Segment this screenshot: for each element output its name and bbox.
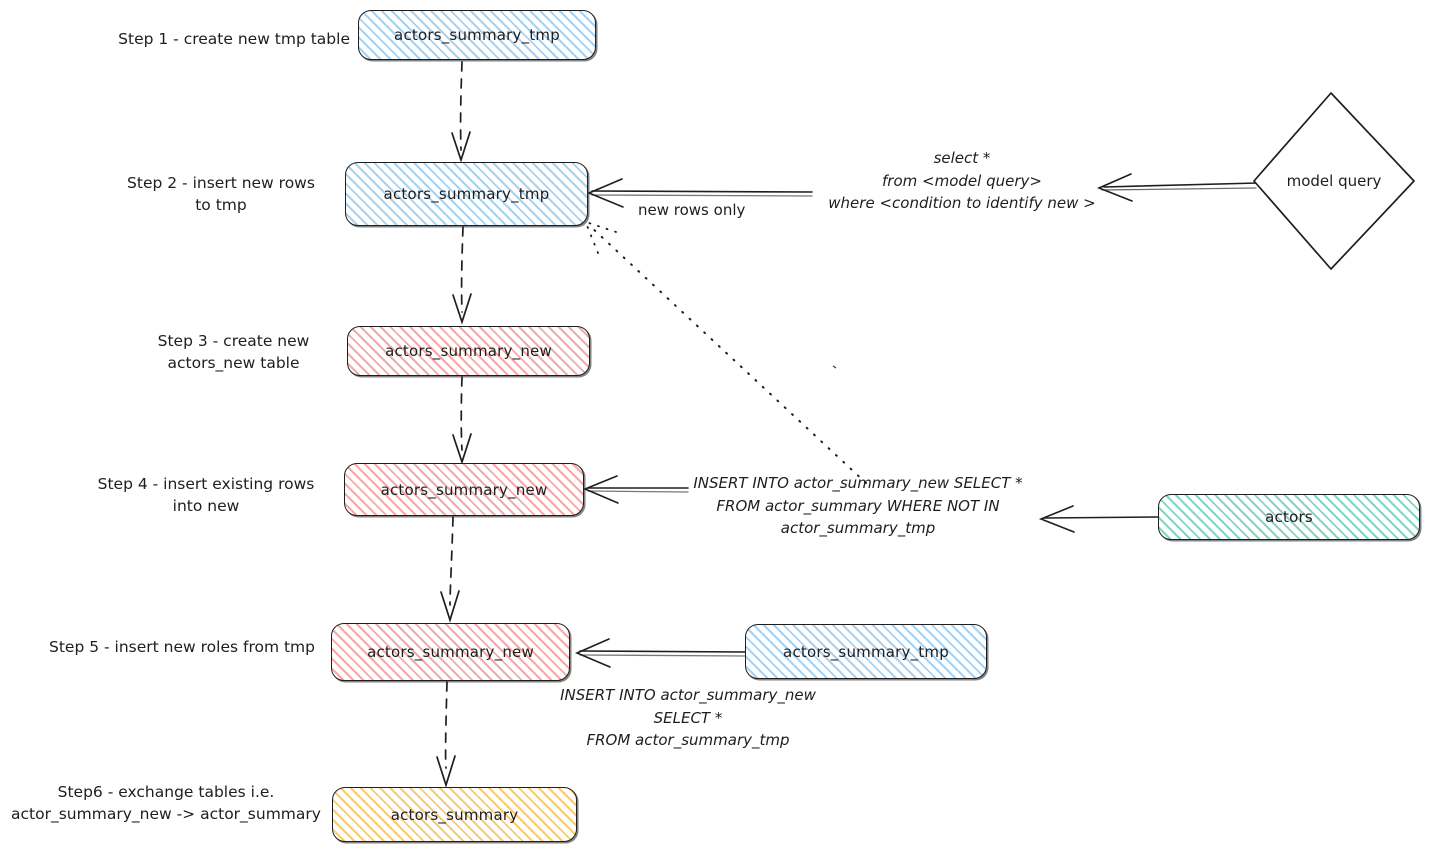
node-actors-summary-tmp-source[interactable]: actors_summary_tmp [745, 624, 987, 679]
connector-sql-to-new4 [582, 475, 689, 504]
annotation-insert-from-tmp-sql: INSERT INTO actor_summary_new SELECT * F… [560, 686, 816, 749]
node-label: actors_summary_tmp [383, 185, 550, 203]
node-actors-summary-step6[interactable]: actors_summary [332, 787, 577, 842]
annotation-insert-existing-sql: INSERT INTO actor_summary_new SELECT * F… [693, 474, 1023, 537]
connector-tmp2-to-new3 [452, 226, 472, 325]
node-label: actors_summary [390, 805, 519, 824]
node-actors-summary-new-step3[interactable]: actors_summary_new [347, 326, 590, 376]
connector-new5-to-summary [436, 681, 456, 788]
node-actors-summary-tmp-step1[interactable]: actors_summary_tmp [358, 10, 596, 60]
connector-actors-to-sql [1038, 505, 1159, 533]
stray-mark [832, 365, 837, 369]
node-label: model query [1286, 172, 1382, 190]
step-3-caption: Step 3 - create new actors_new table [157, 332, 310, 373]
connector-tmp1-to-tmp2 [451, 61, 471, 163]
node-label: actors_summary_tmp [783, 642, 949, 661]
node-model-query[interactable]: model query [1254, 93, 1414, 269]
node-actors[interactable]: actors [1158, 494, 1420, 540]
step-6-caption: Step6 - exchange tables i.e. actor_summa… [11, 783, 321, 824]
step-1-caption: Step 1 - create new tmp table [118, 30, 350, 48]
connector-new4-to-new5 [440, 516, 460, 623]
annotation-new-rows-only: new rows only [638, 201, 746, 219]
connector-tmp2-to-insert-note [585, 221, 867, 484]
node-label: actors_summary_new [385, 342, 552, 360]
step-4-caption: Step 4 - insert existing rows into new [97, 475, 315, 516]
connector-modelquery-to-tmp2 [1096, 173, 1259, 202]
node-label: actors [1265, 508, 1313, 526]
annotation-model-query-sql: select * from <model query> where <condi… [828, 149, 1096, 212]
connector-tmpsrc-to-new5 [574, 638, 747, 668]
step-5-caption: Step 5 - insert new roles from tmp [49, 638, 315, 656]
node-label: actors_summary_new [367, 643, 534, 661]
connector-new3-to-new4 [452, 376, 472, 465]
node-actors-summary-tmp-step2[interactable]: actors_summary_tmp [345, 162, 588, 226]
node-label: actors_summary_new [380, 480, 548, 499]
node-label: actors_summary_tmp [394, 26, 560, 44]
step-2-caption: Step 2 - insert new rows to tmp [127, 174, 315, 215]
node-actors-summary-new-step4[interactable]: actors_summary_new [344, 463, 584, 516]
node-actors-summary-new-step5[interactable]: actors_summary_new [331, 623, 570, 681]
